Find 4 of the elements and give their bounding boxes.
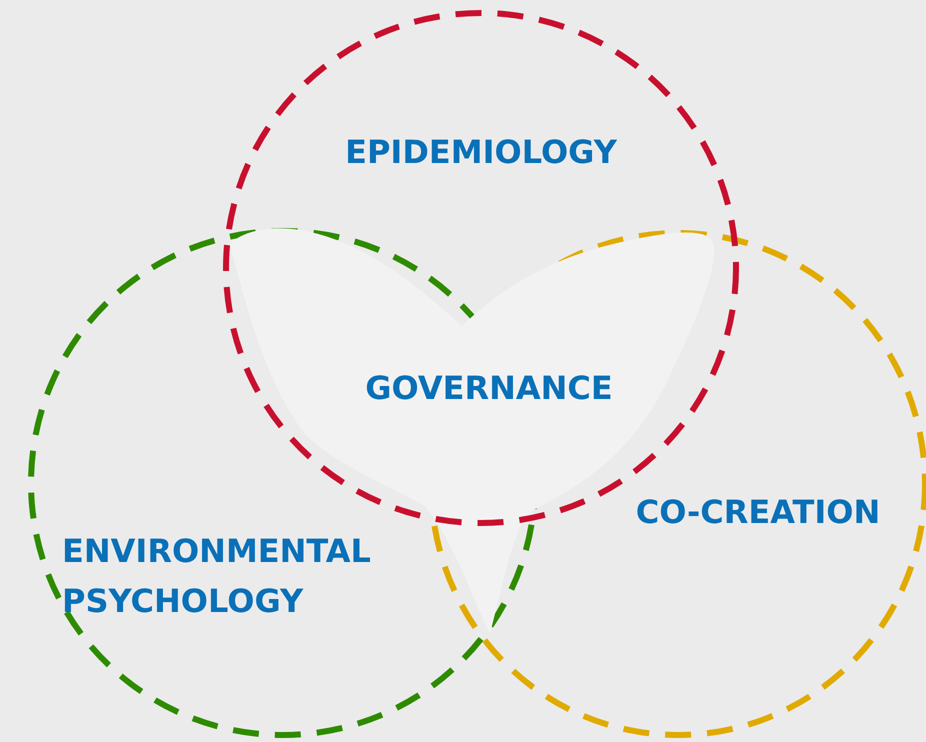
area-label: CO-CREATION [634,492,882,533]
area-label: ENVIRONMENTAL PSYCHOLOGY [62,531,372,622]
area-label: EPIDEMIOLOGY [344,132,618,173]
area-label: GOVERNANCE [364,368,614,409]
